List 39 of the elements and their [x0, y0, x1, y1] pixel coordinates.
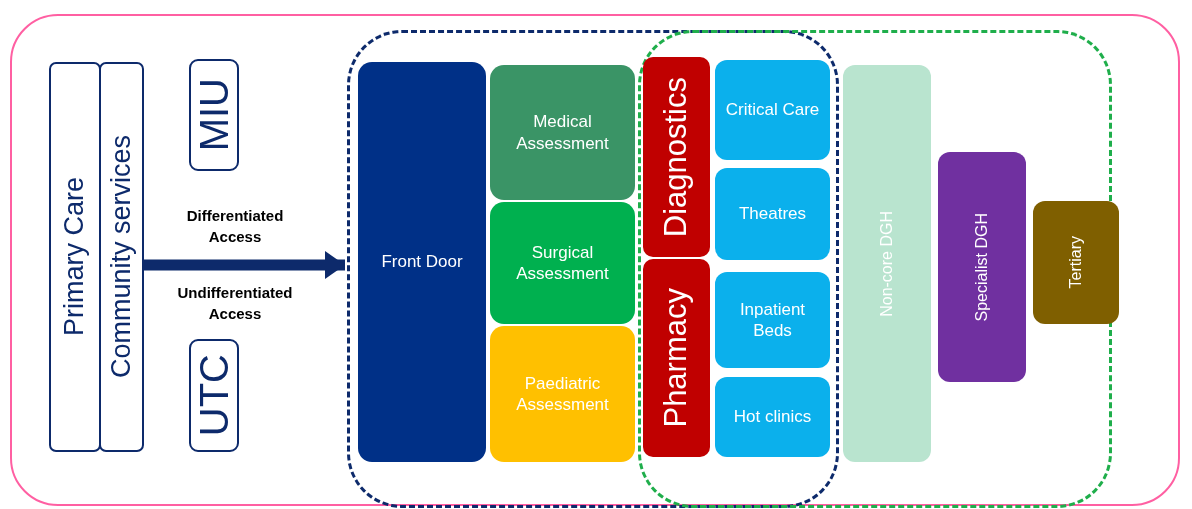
- dashed-region: [347, 30, 839, 508]
- process-box: [715, 377, 830, 457]
- box-label: Pharmacy: [657, 288, 695, 428]
- box-label: Paediatric Assessment: [515, 372, 610, 416]
- vertical-box: [938, 152, 1026, 382]
- box-label: Primary Care: [58, 177, 91, 337]
- process-box: [715, 272, 830, 368]
- box-label: Specialist DGH: [972, 212, 991, 322]
- vertical-box: [643, 259, 710, 457]
- process-box: [490, 202, 635, 324]
- vertical-box: [643, 57, 710, 257]
- arrow-label: Differentiated Access: [185, 206, 285, 247]
- box-label: Critical Care: [725, 99, 820, 121]
- box-label: Diagnostics: [657, 76, 695, 238]
- box-label: Community services: [104, 135, 137, 379]
- process-box: [490, 326, 635, 462]
- box-label: Tertiary: [1066, 236, 1085, 289]
- box-label: Inpatient Beds: [738, 298, 807, 342]
- vertical-box: [49, 62, 101, 452]
- box-label: Hot clinics: [733, 406, 812, 428]
- process-box: [715, 168, 830, 260]
- box-label: Theatres: [738, 203, 807, 225]
- vertical-box: [1033, 201, 1119, 324]
- box-label: Surgical Assessment: [515, 241, 610, 285]
- outer-frame: [10, 14, 1180, 506]
- box-label: Non-core DGH: [877, 210, 896, 317]
- arrow-label: Undifferentiated Access: [176, 283, 294, 324]
- process-box: [715, 60, 830, 160]
- box-label: Medical Assessment: [515, 111, 610, 154]
- box-label: MIU: [191, 78, 237, 152]
- vertical-box: [99, 62, 144, 452]
- box-label: Front Door: [381, 251, 463, 273]
- vertical-box: [189, 339, 239, 452]
- arrow: [142, 251, 345, 279]
- box-label: UTC: [191, 354, 237, 437]
- vertical-box: [843, 65, 931, 462]
- process-box: [490, 65, 635, 200]
- process-box: [358, 62, 486, 462]
- vertical-box: [189, 59, 239, 171]
